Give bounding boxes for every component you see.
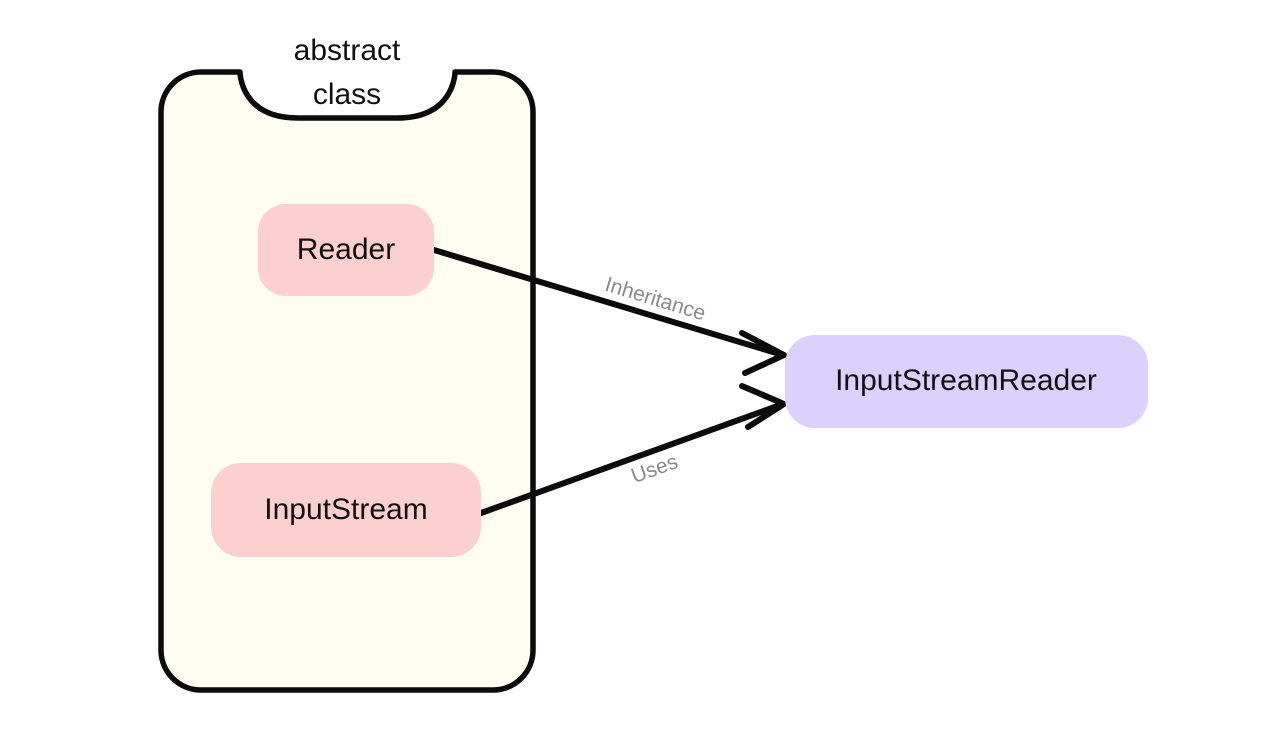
edge-inheritance-arrowhead [739, 330, 787, 376]
node-reader-label: Reader [297, 233, 395, 266]
abstract-class-group: abstract class [158, 34, 536, 693]
node-inputstreamreader-label: InputStreamReader [835, 364, 1097, 397]
group-label-line1: abstract [294, 34, 401, 67]
node-inputstreamreader[interactable]: InputStreamReader [785, 335, 1148, 428]
edge-uses-arrowhead [739, 383, 787, 430]
node-inputstream[interactable]: InputStream [211, 463, 481, 557]
node-reader[interactable]: Reader [258, 204, 434, 296]
node-inputstream-label: InputStream [264, 493, 427, 526]
group-label-line2: class [313, 78, 381, 111]
edge-inheritance-line [431, 247, 786, 358]
group-container-shape [158, 69, 536, 693]
node-inputstreamreader-box [785, 335, 1148, 428]
edge-uses-line [478, 401, 786, 516]
node-reader-box [258, 204, 434, 296]
node-inputstream-box [211, 463, 481, 557]
